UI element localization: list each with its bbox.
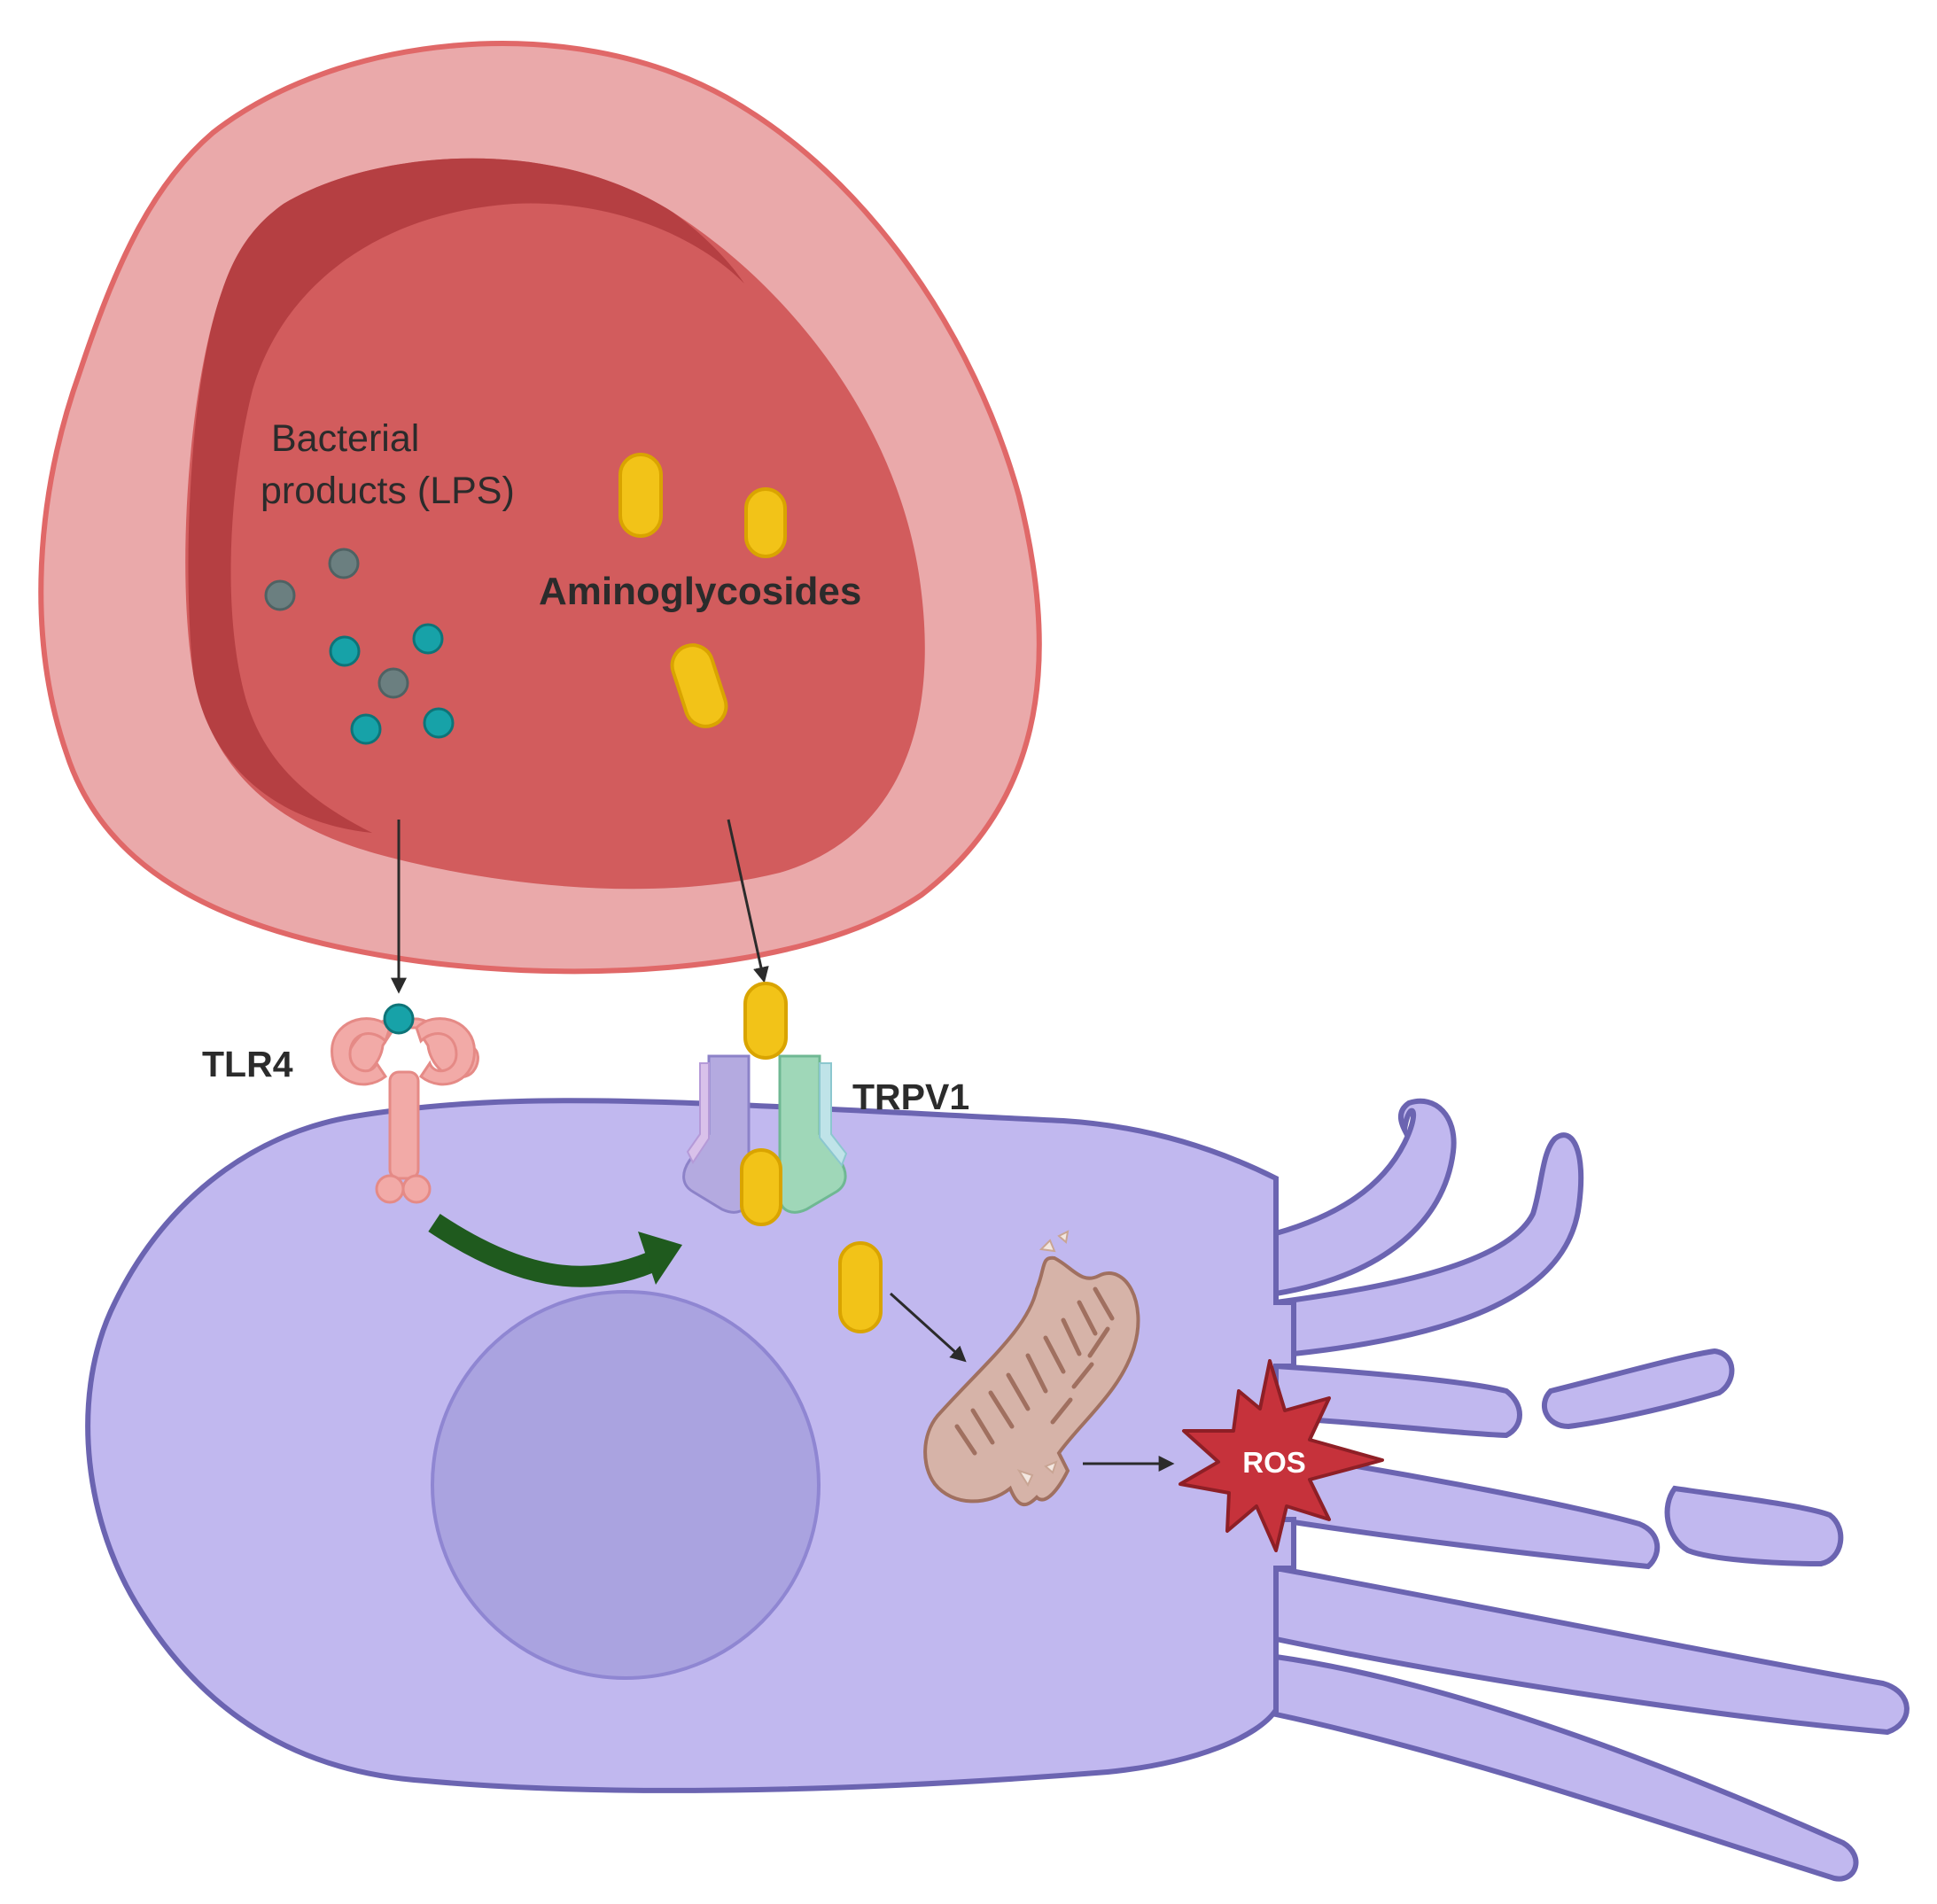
tlr4-to-trpv1-signal-arrow: [428, 1214, 682, 1287]
bacterial-products-label-line1: Bacterial: [271, 417, 419, 460]
lps-particles: [264, 548, 455, 745]
tlr4-ectodomain-curl: [415, 1017, 476, 1086]
mitochondrion-body: [923, 1255, 1140, 1507]
damaged-mitochondrion: [923, 1230, 1140, 1507]
nucleus: [431, 1290, 821, 1680]
intracellular-aminoglycoside: [838, 1241, 883, 1333]
trpv1-label: TRPV1: [852, 1076, 969, 1117]
aminoglycoside-capsule-in-pore: [740, 1148, 782, 1226]
hair-cell: [85, 1098, 1910, 1882]
aminoglycoside-to-trpv1-arrow: [727, 819, 769, 983]
stereocilium: [1273, 1132, 1584, 1359]
aminoglycoside-capsules: [618, 453, 787, 728]
lps-grey-particle: [264, 579, 296, 611]
stereocilia: [1273, 1098, 1910, 1882]
stereocilium: [1273, 1653, 1859, 1882]
tlr4-ectodomain-curl: [331, 1017, 392, 1086]
tlr4-receptor: [331, 1003, 479, 1204]
lps-teal-particle: [350, 713, 382, 745]
lps-teal-particle: [412, 623, 444, 655]
aminoglycoside-to-mitochondrion-arrow: [889, 1292, 967, 1363]
vessel-lumen: [185, 158, 925, 890]
lps-teal-particle: [423, 707, 455, 739]
aminoglycoside-capsule-at-channel: [743, 982, 788, 1060]
aminoglycosides-label: Aminoglycosides: [539, 570, 861, 613]
mitochondrion-debris: [1016, 1230, 1070, 1488]
bacterial-products-label-line2: products (LPS): [261, 470, 515, 512]
trpv1-channel: [682, 982, 848, 1226]
stereocilium: [1273, 1363, 1522, 1439]
aminoglycoside-capsule: [744, 487, 787, 558]
lps-grey-particle: [328, 548, 360, 579]
stereocilium-fragment: [1541, 1348, 1735, 1430]
trpv1-subunit-purple-edge: [686, 1062, 710, 1164]
stereocilium: [1273, 1098, 1457, 1297]
blood-vessel: [38, 41, 1042, 975]
tlr4-label: TLR4: [202, 1044, 293, 1084]
tlr4-tir-domain: [375, 1174, 405, 1204]
tlr4-bound-lps: [383, 1003, 415, 1035]
ros-label: ROS: [1242, 1446, 1306, 1479]
aminoglycoside-capsule: [618, 453, 663, 538]
mitochondrion-cristae: [954, 1286, 1115, 1456]
tlr4-transmembrane: [388, 1070, 420, 1180]
stereocilium: [1273, 1565, 1910, 1736]
vessel-lumen-shadow: [188, 158, 745, 834]
aminoglycoside-capsule: [670, 643, 728, 728]
stereocilium: [1273, 1449, 1661, 1570]
lps-grey-particle: [377, 667, 409, 699]
ros-burst: [1179, 1359, 1384, 1552]
trpv1-subunit-green-edge: [819, 1062, 848, 1167]
lps-teal-particle: [329, 635, 361, 667]
tlr4-tir-domain: [401, 1174, 432, 1204]
stereocilium-fragment: [1664, 1485, 1844, 1567]
